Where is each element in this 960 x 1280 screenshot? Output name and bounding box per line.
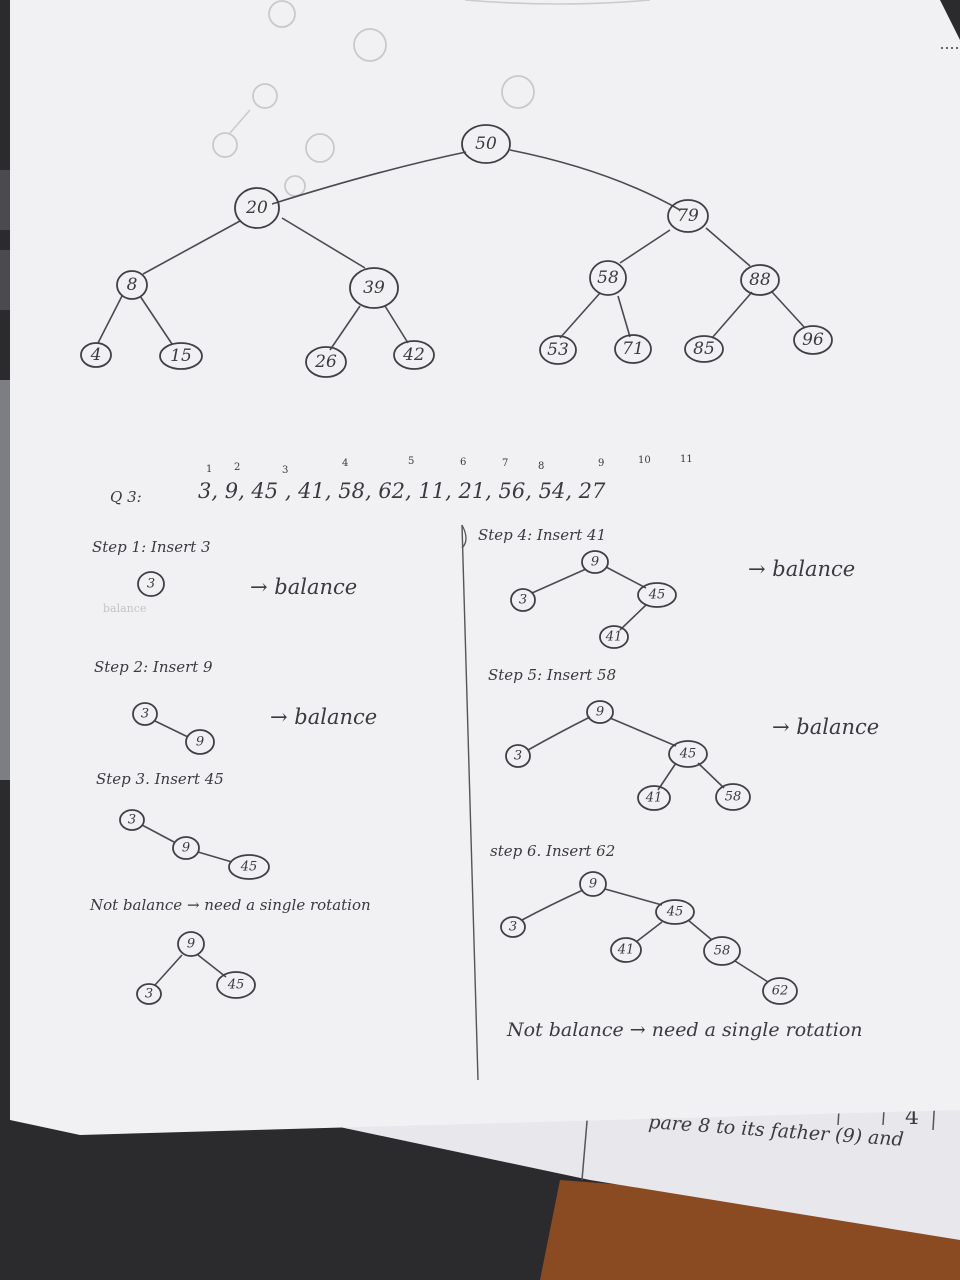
index-mark: 7 [502,458,508,469]
tree-node-label: 96 [802,330,824,350]
tree-node-label: 85 [693,339,715,359]
svg-text:3: 3 [514,749,522,764]
index-mark: 1 [206,464,212,475]
step-4-title: Step 4: Insert 41 [478,526,606,544]
step1-node-3 [137,571,165,597]
tree-node-label: 42 [402,345,425,365]
index-mark: 2 [234,462,240,473]
tree-node-96: 96 [793,325,833,355]
tree-node-15: 15 [159,342,203,370]
step-3-title: Step 3. Insert 45 [96,770,224,788]
tree-node-label: 53 [547,340,569,360]
svg-text:45: 45 [227,978,245,993]
step-2-title: Step 2: Insert 9 [94,658,213,676]
tree-node-label: 88 [749,270,771,290]
question-sequence: 3, 9, 45 , 41, 58, 62, 11, 21, 56, 54, 2… [198,479,606,503]
index-mark: 9 [598,458,604,469]
svg-text:9: 9 [596,705,604,720]
svg-text:3: 3 [128,813,136,828]
svg-text:58: 58 [714,944,731,959]
step-4: Step 4: Insert 41 9 3 45 41 → balance [478,526,855,649]
tree-node-label: 58 [597,268,619,288]
step-5-title: Step 5: Insert 58 [488,666,616,684]
step-5-result: → balance [772,715,879,739]
step-2-result: → balance [270,705,377,729]
tree-node-85: 85 [684,335,724,363]
question-label: Q 3: [110,488,142,506]
svg-text:3: 3 [141,707,149,722]
svg-text:41: 41 [617,943,635,958]
index-mark: 5 [408,456,414,467]
tree-node-26: 26 [305,346,347,378]
step-1: Step 1: Insert 3 3 → balance balance [92,538,357,615]
tree-node-20: 20 [234,187,280,229]
tree-node-50: 50 [461,124,511,164]
step-6-result: Not balance → need a single rotation [506,1019,863,1041]
svg-text:45: 45 [648,588,666,603]
svg-text:3: 3 [519,593,527,608]
index-mark: 11 [680,454,693,465]
svg-text:9: 9 [591,555,599,570]
svg-text:45: 45 [679,747,697,762]
svg-text:9: 9 [182,841,190,856]
tree-node-88: 88 [740,264,780,296]
main-paper [10,0,960,1135]
tree-node-label: 15 [170,346,192,366]
tree-edges [97,149,806,351]
tree-node-8: 8 [116,270,148,300]
tree-node-71: 71 [614,334,652,364]
step-6-title: step 6. Insert 62 [490,842,615,860]
svg-text:62: 62 [772,984,789,999]
bracket-mark [461,524,467,549]
tree-node-79: 79 [667,199,709,233]
tree-node-label: 8 [127,275,138,295]
tree-node-label: 4 [90,345,102,365]
tree-node-39: 39 [349,267,399,309]
step-2: Step 2: Insert 9 3 9 → balance [94,658,377,755]
svg-text:41: 41 [605,630,623,645]
top-bst-tree: 50 20 79 8 39 58 88 4 [80,124,833,378]
svg-text:45: 45 [240,860,258,875]
index-mark: 8 [538,461,544,472]
column-divider [461,524,479,1081]
tree-node-label: 20 [245,198,268,218]
step-5: Step 5: Insert 58 9 3 45 41 58 → balance [488,666,879,811]
step-6: step 6. Insert 62 9 3 45 41 58 62 Not ba… [490,842,863,1041]
step-3-result: Not balance → need a single rotation [89,896,371,914]
tree-node-53: 53 [539,335,577,365]
svg-text:3: 3 [147,577,155,592]
step-3: Step 3. Insert 45 3 9 45 Not balance → n… [89,770,371,1005]
index-mark: 6 [460,457,466,468]
tree-node-label: 39 [363,278,385,298]
tree-node-label: 26 [314,352,337,372]
tree-node-label: 79 [677,206,699,226]
index-mark: 10 [638,455,651,466]
svg-text:9: 9 [589,877,597,892]
erased-marks [212,0,651,197]
svg-text:45: 45 [666,905,684,920]
tree-node-42: 42 [393,340,435,370]
index-mark: 3 [282,465,288,476]
tree-node-label: 71 [622,339,644,359]
step-1-title: Step 1: Insert 3 [92,538,211,556]
tree-node-4: 4 [80,342,112,368]
svg-text:9: 9 [196,735,204,750]
index-mark: 4 [342,458,348,469]
svg-text:58: 58 [725,790,742,805]
step-1-result: → balance [250,575,357,599]
svg-text:3: 3 [509,920,517,935]
step-1-erased: balance [103,602,146,615]
question-3: 1 2 3 4 5 6 7 8 9 10 11 Q 3: 3, 9, 45 , … [110,454,693,506]
step-4-result: → balance [748,557,855,581]
tree-node-58: 58 [589,260,627,296]
svg-text:3: 3 [145,987,153,1002]
svg-text:41: 41 [645,791,663,806]
svg-text:9: 9 [187,937,195,952]
tree-node-label: 50 [475,134,497,154]
index-marks: 1 2 3 4 5 6 7 8 9 10 11 [206,454,693,476]
